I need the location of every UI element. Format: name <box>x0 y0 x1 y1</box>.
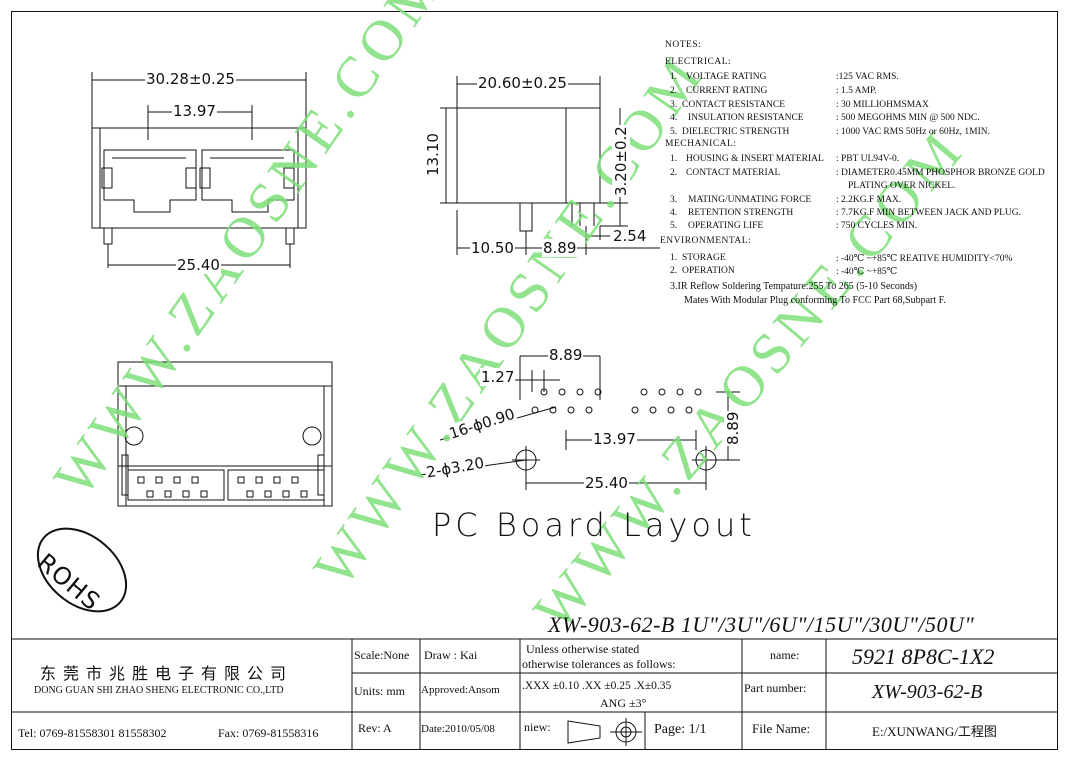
mech-1-value: : PBT UL94V-0. <box>836 154 900 164</box>
elec-5-value: : 1000 VAC RMS 50Hz or 60Hz, 1MIN. <box>836 127 991 137</box>
mech-5-n: 5. <box>670 221 678 231</box>
env-reflow: 3.IR Reflow Soldering Tempature:255 To 2… <box>670 281 918 292</box>
bottom-view-pads <box>137 476 308 498</box>
mech-1-label: HOUSING & INSERT MATERIAL <box>686 154 824 164</box>
tol-line4: ANG ±3° <box>600 696 647 710</box>
company-en: DONG GUAN SHI ZHAO SHENG ELECTRONIC CO.,… <box>34 685 284 696</box>
units: Units: mm <box>354 684 406 698</box>
front-pin-span-dim: 25.40 <box>176 256 221 274</box>
elec-5-n: 5. <box>670 127 678 137</box>
env-1-n: 1. <box>670 253 678 263</box>
elec-5-label: DIELECTRIC STRENGTH <box>682 127 790 137</box>
company-cn: 东莞市兆胜电子有限公司 <box>40 664 294 683</box>
mech-5-label: OPERATING LIFE <box>688 221 764 231</box>
notes-title: NOTES: <box>665 40 702 50</box>
page-number: Page: 1/1 <box>654 722 707 737</box>
mech-2-label: CONTACT MATERIAL <box>686 168 781 178</box>
electrical-heading: ELECTRICAL: <box>665 57 732 67</box>
scale: Scale:None <box>354 648 410 662</box>
env-2-value: : -40℃ ~+85℃ <box>836 267 898 277</box>
model-line: XW-903-62-B 1U"/3U"/6U"/15U"/30U"/50U" <box>548 612 975 637</box>
mech-4-n: 4. <box>670 208 678 218</box>
env-2-n: 2. <box>670 266 678 276</box>
elec-4-label: INSULATION RESISTANCE <box>688 113 804 123</box>
side-depth-dim: 20.60±0.25 <box>477 74 568 92</box>
mechanical-heading: MECHANICAL: <box>665 139 737 149</box>
name-label: name: <box>770 648 800 662</box>
env-1-label: STORAGE <box>682 253 726 263</box>
mech-3-n: 3. <box>670 195 678 205</box>
part-label: Part number: <box>744 681 807 695</box>
elec-4-n: 4. <box>670 113 678 123</box>
mech-2-n: 2. <box>670 168 678 178</box>
elec-4-value: : 500 MEGOHMS MIN @ 500 NDC. <box>836 113 980 123</box>
pcb-peg-span-dim: 25.40 <box>584 474 629 492</box>
side-tail-dim: 2.54 <box>612 227 648 245</box>
elec-3-value: : 30 MILLIOHMSMAX <box>836 100 929 110</box>
side-height-dim: 13.10 <box>424 132 442 177</box>
title-block-grid <box>11 638 1058 750</box>
file-value: E:/XUNWANG/工程图 <box>872 724 997 739</box>
projection-symbol <box>567 718 642 746</box>
fax: Fax: 0769-81558316 <box>218 726 319 740</box>
sheet-border <box>11 11 1058 750</box>
part-value: XW-903-62-B <box>872 681 983 703</box>
env-1-value: : -40℃ ~+85℃ REATIVE HUMIDITY<70% <box>836 254 1013 264</box>
front-port-pitch-dim: 13.97 <box>172 102 217 120</box>
elec-3-n: 3. <box>670 100 678 110</box>
date: Date:2010/05/08 <box>421 723 495 735</box>
side-offset-dim: 10.50 <box>470 239 515 257</box>
tel: Tel: 0769-81558301 81558302 <box>18 726 167 740</box>
pcb-row-pitch-dim: 8.89 <box>548 346 584 364</box>
front-width-dim: 30.28±0.25 <box>145 70 236 88</box>
mech-2-value: : DIAMETER0.45MM PHOSPHOR BRONZE GOLD <box>836 168 1045 178</box>
side-pin-length-dim: 3.20±0.2 <box>612 125 630 197</box>
mech-2-value2: PLATING OVER NICKEL. <box>848 181 956 191</box>
file-label: File Name: <box>752 721 811 736</box>
mech-1-n: 1. <box>670 154 678 164</box>
elec-2-n: 2. <box>670 86 678 96</box>
elec-2-value: : 1.5 AMP. <box>836 86 877 96</box>
pcb-vertical-dim: 8.89 <box>724 410 742 446</box>
env-2-label: OPERATION <box>682 266 735 276</box>
environmental-heading: ENVIRONMENTAL: <box>660 236 752 246</box>
bottom-view <box>117 361 333 507</box>
elec-1-value: :125 VAC RMS. <box>836 72 899 82</box>
view-label: niew: <box>524 720 551 734</box>
elec-3-label: CONTACT RESISTANCE <box>682 100 786 110</box>
draw: Draw : Kai <box>424 648 478 662</box>
tol-line2: otherwise tolerances as follows: <box>522 657 676 671</box>
rohs-ellipse <box>36 527 128 613</box>
mech-4-value: : 7.7KG.F MIN BETWEEN JACK AND PLUG. <box>836 208 1021 218</box>
tol-line1: Unless otherwise stated <box>526 642 640 656</box>
pcb-pin-pitch-dim: 1.27 <box>480 368 516 386</box>
mech-4-label: RETENTION STRENGTH <box>688 208 794 218</box>
elec-1-label: VOLTAGE RATING <box>686 72 767 82</box>
elec-2-label: CURRENT RATING <box>686 86 768 96</box>
pcb-layout-title: PC Board Layout <box>432 506 756 544</box>
mech-3-value: : 2.2KG.F MAX. <box>836 195 902 205</box>
tol-line3: .XXX ±0.10 .XX ±0.25 .X±0.35 <box>522 680 672 692</box>
name-value: 5921 8P8C-1X2 <box>852 644 995 669</box>
pcb-holes <box>531 388 702 414</box>
rev: Rev: A <box>358 721 392 735</box>
mech-5-value: : 750 CYCLES MIN. <box>836 221 918 231</box>
side-pin-pitch-dim: 8.89 <box>542 239 578 257</box>
pcb-port-pitch-dim: 13.97 <box>592 430 637 448</box>
approved: Approved:Ansom <box>421 684 500 696</box>
mech-3-label: MATING/UNMATING FORCE <box>688 195 812 205</box>
env-mates: Mates With Modular Plug conforming To FC… <box>684 295 946 306</box>
elec-1-n: 1. <box>670 72 678 82</box>
